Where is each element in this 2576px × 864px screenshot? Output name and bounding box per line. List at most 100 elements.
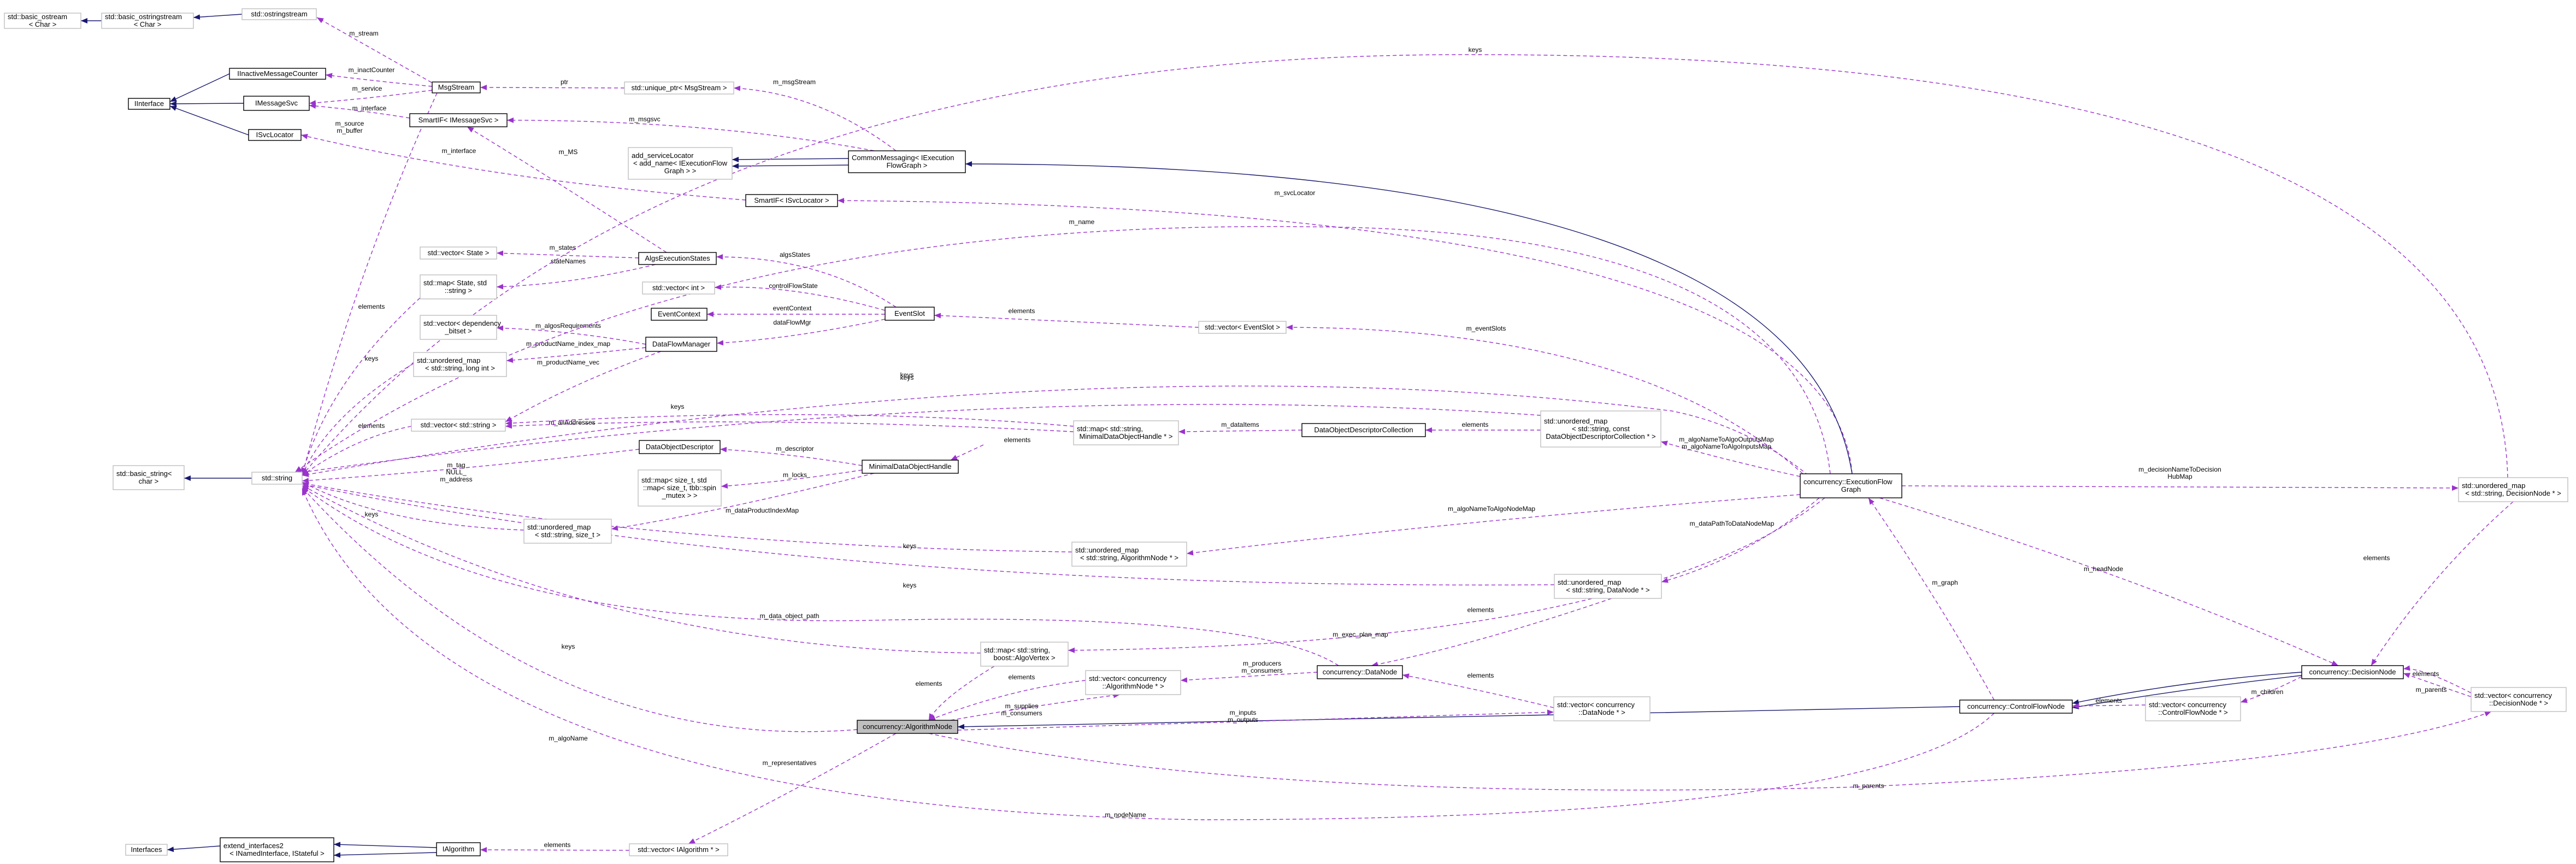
node-label-line: std::map< std::string, — [984, 646, 1050, 654]
class-node-umapstrlong[interactable]: std::unordered_map< std::string, long in… — [413, 352, 507, 377]
class-node-interface[interactable]: IInterface — [128, 98, 170, 110]
class-node-umapdecision[interactable]: std::unordered_map< std::string, Decisio… — [2458, 477, 2568, 502]
edge-label-line: m_name — [1069, 218, 1095, 226]
edge-label-line: m_states — [550, 244, 576, 251]
edge-label-line: m_outputs — [1228, 716, 1258, 724]
usage-edge: m_algoName — [302, 487, 858, 742]
class-node-vecialgo[interactable]: std::vector< IAlgorithm * > — [629, 843, 728, 856]
edge-label-line: elements — [544, 841, 571, 849]
class-node-ialgorithm[interactable]: IAlgorithm — [436, 842, 481, 856]
edge-label-line: elements — [1467, 606, 1494, 614]
class-node-datanode[interactable]: concurrency::DataNode — [1317, 665, 1403, 679]
class-node-vecstate[interactable]: std::vector< State > — [420, 246, 497, 260]
class-node-eventslot[interactable]: EventSlot — [885, 307, 935, 321]
class-node-msgstream[interactable]: MsgStream — [432, 81, 481, 93]
class-node-umapdod[interactable]: std::unordered_map< std::string, const D… — [1540, 410, 1661, 448]
edge-label-line: dataFlowMgr — [773, 319, 811, 326]
class-node-addsvc[interactable]: add_serviceLocator< add_name< IExecution… — [628, 147, 733, 180]
edge-label: m_productName_vec — [537, 358, 599, 366]
edge-path — [301, 297, 421, 475]
class-node-uniqueptr[interactable]: std::unique_ptr< MsgStream > — [624, 81, 734, 95]
usage-edge: elements — [950, 436, 1030, 461]
edge-label: m_svcLocator — [1275, 189, 1316, 197]
edge-label: m_name — [1069, 218, 1095, 226]
node-box — [413, 352, 507, 377]
edge-label-line: m_children — [2251, 688, 2284, 696]
usage-edge: m_children — [2240, 676, 2302, 703]
node-label-line: ::DataNode * > — [1578, 708, 1625, 716]
class-node-extend[interactable]: extend_interfaces2< INamedInterface, ISt… — [220, 837, 334, 862]
class-node-vecdatanode[interactable]: std::vector< concurrency::DataNode * > — [1553, 696, 1650, 721]
class-node-ostringstream[interactable]: std::ostringstream — [241, 8, 317, 20]
class-node-controlflow[interactable]: concurrency::ControlFlowNode — [1959, 700, 2073, 714]
usage-edge: m_allAddresses — [505, 419, 1074, 432]
usage-edge: keys — [302, 355, 414, 476]
node-label-line: boost::AlgoVertex > — [993, 654, 1055, 662]
class-node-umapalgo[interactable]: std::unordered_map< std::string, Algorit… — [1071, 542, 1187, 567]
edge-label: m_dataPathToDataNodeMap — [1690, 520, 1775, 527]
node-box — [1317, 665, 1403, 679]
class-node-dataflowmgr[interactable]: DataFlowManager — [645, 337, 717, 352]
edge-label-line: m_decisionNameToDecision — [2138, 466, 2221, 473]
class-node-veccontrol[interactable]: std::vector< concurrency::ControlFlowNod… — [2145, 696, 2241, 721]
class-node-umapsize[interactable]: std::unordered_map< std::string, size_t … — [523, 519, 612, 544]
class-node-mapstate[interactable]: std::map< State, std::string > — [420, 274, 497, 299]
class-node-smartif-svc[interactable]: SmartIF< ISvcLocator > — [745, 194, 838, 207]
class-node-eventcontext[interactable]: EventContext — [651, 308, 708, 321]
class-node-algonode[interactable]: concurrency::AlgorithmNode — [857, 720, 958, 734]
class-node-dataobjdesc[interactable]: DataObjectDescriptor — [639, 440, 721, 454]
usage-edge: m_graph — [1868, 497, 1995, 701]
usage-edge: m_interface — [300, 133, 746, 201]
class-node-basic-ostream[interactable]: std::basic_ostream< Char > — [4, 13, 81, 29]
node-label-line: ::AlgorithmNode * > — [1102, 682, 1164, 690]
edge-label: elements — [1009, 673, 1035, 681]
class-node-minimalhandle[interactable]: MinimalDataObjectHandle — [862, 460, 959, 474]
node-label-line: std::vector< EventSlot > — [1205, 323, 1280, 331]
edge-label-line: elements — [2096, 697, 2123, 704]
class-node-vecalgonode[interactable]: std::vector< concurrency::AlgorithmNode … — [1085, 670, 1181, 695]
edge-label-line: m_nodeName — [1105, 811, 1146, 819]
class-node-basic-osstream[interactable]: std::basic_ostringstream< Char > — [101, 13, 194, 29]
class-node-smartif-msg[interactable]: SmartIF< IMessageSvc > — [409, 113, 508, 127]
class-node-vecdecision[interactable]: std::vector< concurrency::DecisionNode *… — [2471, 687, 2567, 712]
edge-label: m_algoNameToAlgoNodeMap — [1448, 505, 1535, 513]
class-node-vecstring[interactable]: std::vector< std::string > — [411, 419, 506, 432]
edge-label-line: keys — [900, 374, 914, 381]
class-node-stdstring[interactable]: std::string — [251, 472, 303, 485]
class-node-umapdatanode[interactable]: std::unordered_map< std::string, DataNod… — [1554, 574, 1662, 599]
class-node-algostates[interactable]: AlgsExecutionStates — [638, 252, 717, 265]
edge-label: keys — [903, 542, 917, 550]
class-node-interfaces[interactable]: Interfaces — [125, 844, 168, 856]
node-box — [1959, 700, 2073, 714]
node-label-line: < std::string, DataNode * > — [1566, 586, 1649, 594]
class-node-inactive[interactable]: IInactiveMessageCounter — [229, 68, 326, 80]
class-node-isvclocator[interactable]: ISvcLocator — [248, 129, 302, 141]
edge-label: m_parents — [1853, 782, 1884, 790]
usage-edge: keys — [505, 403, 1074, 427]
edge-label: keys — [900, 371, 914, 379]
class-node-imessagesvc[interactable]: IMessageSvc — [243, 96, 310, 111]
edge-path — [2072, 675, 2302, 709]
class-node-mapbool[interactable]: std::map< std::string, boost::AlgoVertex… — [980, 642, 1069, 667]
class-node-vecevent[interactable]: std::vector< EventSlot > — [1198, 321, 1287, 334]
class-node-dodcollection[interactable]: DataObjectDescriptorCollection — [1301, 423, 1426, 437]
usage-edge: algsStates — [716, 251, 897, 308]
inheritance-edge — [965, 161, 1853, 474]
edge-label: m_locks — [783, 471, 807, 479]
node-label-line: std::vector< IAlgorithm * > — [638, 845, 720, 854]
class-node-vecint[interactable]: std::vector< int > — [642, 281, 715, 295]
edge-label-line: m_headNode — [2084, 565, 2123, 573]
node-label-line: std::vector< concurrency — [2149, 701, 2226, 709]
class-node-decisionnode[interactable]: concurrency::DecisionNode — [2301, 665, 2404, 679]
class-node-basicstring[interactable]: std::basic_string<char > — [113, 465, 185, 490]
edge-label: controlFlowState — [769, 282, 818, 290]
edge-path — [505, 421, 1074, 432]
usage-edge: m_name — [294, 218, 1831, 474]
usage-edge: m_algoNameToAlgoNodeMap — [1186, 494, 1801, 556]
class-node-mapminimal[interactable]: std::map< std::string, MinimalDataObject… — [1073, 420, 1179, 445]
class-node-vecdep[interactable]: std::vector< dependency_bitset > — [420, 315, 502, 340]
class-node-mapsize[interactable]: std::map< size_t, std::map< size_t, tbb:… — [638, 469, 722, 507]
